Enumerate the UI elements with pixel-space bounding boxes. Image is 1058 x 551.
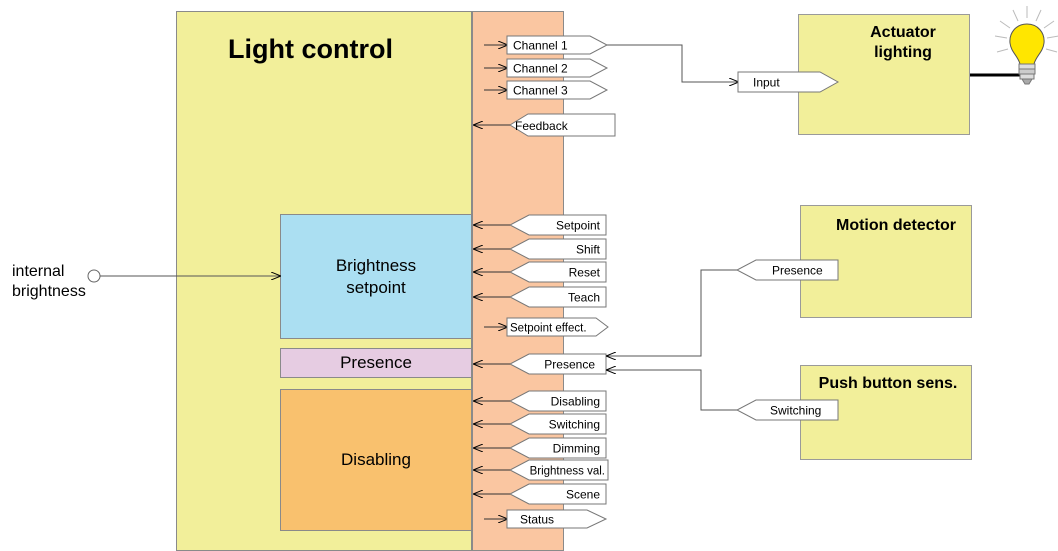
output-channel-2[interactable]: Channel 2 [484,58,609,78]
push-to-presence-wire [607,370,737,411]
input-presence[interactable]: Presence [474,353,607,375]
input-teach-label: Teach [568,291,600,305]
input-disabling-label: Disabling [551,395,600,409]
presence-block-label: Presence [340,353,412,373]
channel-1-to-actuator-wire [607,44,738,82]
input-shift-label: Shift [576,243,601,257]
input-presence-label: Presence [544,358,595,372]
push-switching-label: Switching [770,404,821,418]
input-switching-label: Switching [549,418,600,432]
input-teach[interactable]: Teach [474,286,607,308]
light-bulb-icon [994,6,1058,85]
light-control-title: Light control [228,34,393,64]
disabling-block: Disabling [280,389,472,531]
input-reset-label: Reset [569,266,601,280]
input-disabling[interactable]: Disabling [474,390,607,412]
input-setpoint[interactable]: Setpoint [474,214,607,236]
output-setpoint-effect[interactable]: Setpoint effect. [484,317,609,337]
actuator-input-port[interactable]: Input [737,71,840,93]
input-scene-label: Scene [566,488,600,502]
output-status[interactable]: Status [484,509,608,529]
presence-block: Presence [280,348,472,378]
input-dimming-label: Dimming [553,442,600,456]
output-channel-3-label: Channel 3 [513,84,568,98]
brightness-setpoint-block: Brightness setpoint [280,214,472,339]
brightness-setpoint-label: Brightness setpoint [335,256,417,297]
input-feedback-label: Feedback [515,119,569,133]
input-setpoint-label: Setpoint [556,219,601,233]
input-dimming[interactable]: Dimming [474,437,607,459]
motion-to-presence-wire [607,269,737,356]
input-brightness-value[interactable]: Brightness val. [474,459,609,481]
input-switching[interactable]: Switching [474,413,607,435]
actuator-input-label: Input [753,76,780,90]
motion-presence-port[interactable]: Presence [735,259,839,281]
output-status-label: Status [520,513,554,527]
output-channel-3[interactable]: Channel 3 [484,80,609,100]
input-brightness-value-label: Brightness val. [530,466,605,478]
internal-brightness-label: internal brightness [12,263,86,300]
motion-detector-title: Motion detector [836,217,956,234]
push-button-sensor-title: Push button sens. [818,375,958,392]
output-channel-1-label: Channel 1 [513,39,568,53]
disabling-block-label: Disabling [341,450,411,470]
input-scene[interactable]: Scene [474,483,607,505]
output-setpoint-effect-label: Setpoint effect. [510,323,587,335]
actuator-lighting-title: Actuator lighting [870,24,936,61]
internal-brightness-port [87,269,101,283]
output-channel-1[interactable]: Channel 1 [484,35,609,55]
actuator-lighting-device: Actuator lighting [798,14,970,135]
output-channel-2-label: Channel 2 [513,62,568,76]
motion-presence-label: Presence [772,264,823,278]
input-shift[interactable]: Shift [474,238,607,260]
push-switching-port[interactable]: Switching [735,399,839,421]
input-reset[interactable]: Reset [474,261,607,283]
input-feedback[interactable]: Feedback [474,113,616,137]
